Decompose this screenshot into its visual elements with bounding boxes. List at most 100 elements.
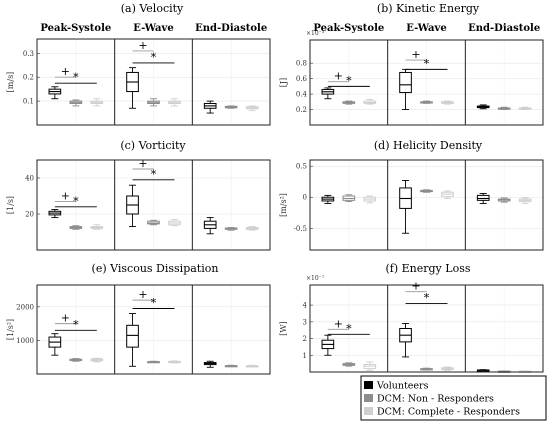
- significance-marker: +: [411, 280, 420, 293]
- y-tick-label: 40: [25, 175, 34, 183]
- box-0-1: [126, 184, 139, 228]
- y-tick-label: 0.3: [23, 50, 34, 58]
- axis-multiplier: ×10⁻⁷: [306, 275, 325, 282]
- box-2-2: [245, 105, 259, 112]
- y-axis-label: [m/s]: [6, 72, 15, 93]
- legend-swatch: [364, 381, 373, 389]
- box-2-2: [518, 197, 532, 204]
- y-axis-label: [1/s]: [6, 196, 15, 214]
- phase-label: Peak-Systole: [313, 23, 384, 34]
- box-0-2: [203, 360, 217, 368]
- significance-marker: *: [424, 291, 430, 304]
- box-0-2: [203, 217, 217, 235]
- box-iqr: [399, 71, 412, 94]
- y-tick-label: 20: [25, 211, 34, 219]
- y-tick-label: 4: [303, 302, 308, 310]
- box-0-2: [476, 193, 490, 204]
- y-tick-label: 0.2: [296, 106, 307, 114]
- panel-frame: [309, 159, 544, 251]
- box-0-0: [48, 86, 62, 100]
- panel-title: (b) Kinetic Energy: [377, 2, 480, 15]
- box-1-1: [420, 367, 433, 371]
- panel-frame: [36, 159, 271, 251]
- significance-marker: +: [138, 288, 147, 301]
- axis-multiplier: ×10⁻³: [306, 30, 325, 37]
- box-2-1: [168, 98, 181, 107]
- box-0-1: [126, 67, 139, 109]
- y-tick-label: 1: [303, 352, 307, 360]
- box-1-2: [224, 105, 238, 109]
- box-2-1: [441, 100, 454, 105]
- y-tick-label: 0: [303, 194, 307, 202]
- box-1-0: [69, 358, 83, 362]
- box-2-0: [90, 98, 104, 107]
- box-0-2: [476, 369, 490, 372]
- panel-title: (f) Energy Loss: [385, 262, 470, 275]
- significance-marker: *: [346, 74, 352, 87]
- box-iqr: [476, 194, 490, 201]
- panel-title: (c) Vorticity: [120, 139, 186, 152]
- significance-marker: *: [73, 195, 79, 208]
- box-1-0: [342, 362, 356, 367]
- significance-marker: +: [138, 157, 147, 170]
- phase-label: E-Wave: [406, 23, 446, 34]
- box-0-0: [321, 87, 335, 100]
- box-0-2: [203, 100, 217, 114]
- box-2-0: [90, 357, 104, 363]
- significance-marker: *: [73, 318, 79, 331]
- y-axis-label: [m/s²]: [279, 193, 288, 217]
- significance-marker: +: [411, 48, 420, 61]
- legend-box: [360, 375, 547, 421]
- significance-marker: *: [151, 51, 157, 64]
- box-2-1: [168, 218, 181, 227]
- significance-marker: *: [151, 297, 157, 310]
- legend-entry: Volunteers: [376, 381, 429, 392]
- box-iqr: [126, 324, 139, 348]
- box-2-1: [441, 190, 454, 199]
- box-2-0: [363, 195, 377, 204]
- y-axis-label: [1/s²]: [6, 319, 15, 340]
- phase-label: Peak-Systole: [40, 23, 111, 34]
- box-2-2: [245, 364, 259, 368]
- y-tick-label: 2: [303, 335, 307, 343]
- box-0-1: [399, 180, 412, 234]
- significance-marker: *: [73, 71, 79, 84]
- panel-frame: [36, 284, 271, 375]
- box-2-2: [245, 226, 259, 231]
- phase-label: End-Diastole: [195, 23, 267, 34]
- y-tick-label: 3: [303, 318, 307, 326]
- significance-marker: *: [424, 57, 430, 70]
- box-2-0: [363, 361, 377, 371]
- significance-marker: +: [61, 312, 70, 325]
- box-1-2: [224, 227, 238, 231]
- panel-frame: [36, 38, 271, 126]
- box-1-1: [420, 189, 433, 193]
- y-tick-label: 0.4: [296, 91, 308, 99]
- box-0-0: [321, 334, 335, 356]
- box-0-1: [399, 323, 412, 358]
- box-1-0: [342, 194, 356, 203]
- box-2-1: [168, 360, 181, 364]
- box-0-2: [476, 104, 490, 110]
- box-1-0: [69, 99, 83, 107]
- panel-title: (a) Velocity: [121, 2, 184, 15]
- panel-title: (e) Viscous Dissipation: [92, 262, 219, 275]
- legend-swatch: [364, 407, 373, 415]
- significance-marker: +: [61, 189, 70, 202]
- box-2-1: [441, 366, 454, 371]
- box-0-0: [48, 333, 62, 356]
- significance-marker: *: [346, 322, 352, 335]
- y-tick-label: 0.6: [296, 75, 308, 83]
- box-1-1: [147, 360, 160, 364]
- box-0-1: [126, 313, 139, 367]
- y-tick-label: 0.1: [23, 98, 34, 106]
- box-1-1: [420, 100, 433, 104]
- significance-marker: +: [334, 70, 343, 83]
- y-tick-label: 0.2: [23, 74, 34, 82]
- y-tick-label: -0.5: [294, 225, 308, 233]
- box-2-0: [363, 99, 377, 105]
- panel-title: (d) Helicity Density: [374, 139, 483, 152]
- significance-marker: +: [138, 39, 147, 52]
- box-0-0: [48, 209, 62, 219]
